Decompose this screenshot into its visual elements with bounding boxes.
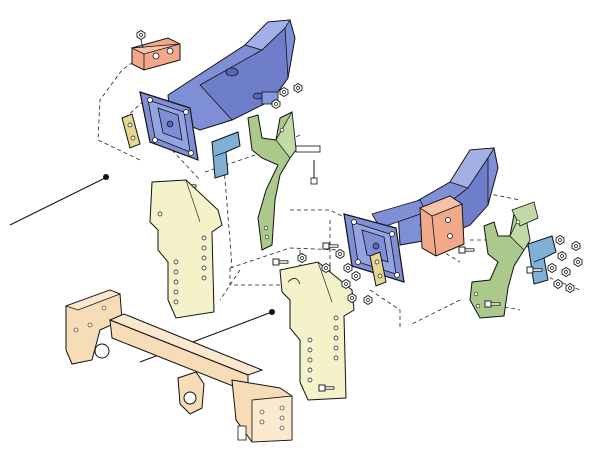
left-mount-plate <box>139 91 199 161</box>
nut-icon <box>343 263 353 273</box>
nut-icon <box>321 263 331 273</box>
nut-icon <box>335 249 345 259</box>
nut-icon <box>561 267 571 277</box>
nut-icon <box>136 30 146 40</box>
spacer-block-top <box>130 30 181 71</box>
right-upper-bracket <box>469 201 539 319</box>
bolt-icon <box>458 246 475 254</box>
nut-icon <box>547 263 557 273</box>
bolt-icon <box>272 258 289 266</box>
left-angle-clip <box>211 131 241 179</box>
right-shim-plate <box>369 251 387 287</box>
nut-icon <box>341 279 351 289</box>
nut-icon <box>565 283 575 293</box>
nut-icon <box>351 271 361 281</box>
right-spacer-block <box>419 195 465 257</box>
crossbar <box>64 289 293 443</box>
left-side-plate <box>149 179 223 319</box>
left-shim-plate <box>121 113 141 149</box>
axis-end-dot <box>269 309 275 315</box>
nut-icon <box>555 235 565 245</box>
right-side-plate <box>279 261 355 401</box>
nut-icon <box>571 241 581 251</box>
nut-icon <box>573 257 583 267</box>
right-angle-clip <box>527 235 557 285</box>
plate-hole-row <box>307 315 339 383</box>
axis-end-dot <box>103 174 109 180</box>
bolt-icon <box>322 242 339 250</box>
left-frame-rail <box>167 19 296 131</box>
nut-icon <box>293 83 303 93</box>
nut-icon <box>297 253 307 263</box>
nut-icon <box>553 279 563 289</box>
right-mount-plate <box>343 213 405 283</box>
nut-icon <box>363 295 373 305</box>
plate-hole-row <box>173 235 207 305</box>
nut-icon <box>347 293 357 303</box>
nut-icon <box>557 251 567 261</box>
left-upper-bracket <box>247 110 321 251</box>
